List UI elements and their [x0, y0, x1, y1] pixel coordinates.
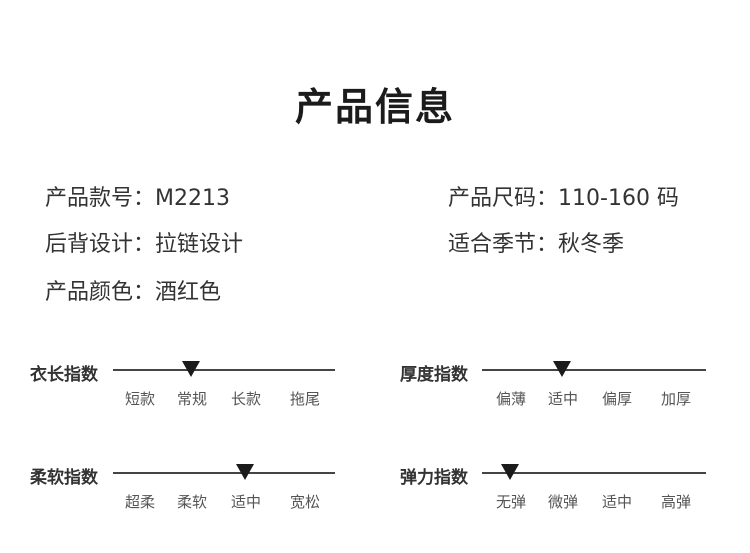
softness-option-2: 柔软 [176, 493, 208, 511]
info-back-value: 拉链设计 [155, 232, 244, 257]
elasticity-index-scale [482, 472, 706, 474]
thickness-index-label: 厚度指数 [400, 365, 468, 385]
info-color-value: 酒红色 [155, 280, 222, 305]
softness-option-3: 适中 [230, 493, 262, 511]
length-option-1: 短款 [124, 390, 156, 408]
info-size-value: 110-160 码 [558, 186, 679, 211]
info-color-label: 产品颜色： [45, 280, 156, 305]
thickness-option-1: 偏薄 [495, 390, 527, 408]
info-color: 产品颜色：酒红色 [45, 274, 221, 306]
elasticity-index-label: 弹力指数 [400, 468, 468, 488]
elasticity-index-marker [501, 464, 519, 480]
elasticity-option-2: 微弹 [547, 493, 579, 511]
length-index-marker [182, 361, 200, 377]
thickness-index-marker [553, 361, 571, 377]
info-back-label: 后背设计： [45, 232, 156, 257]
elasticity-option-4: 高弹 [660, 493, 692, 511]
softness-index-label: 柔软指数 [30, 468, 98, 488]
softness-option-1: 超柔 [124, 493, 156, 511]
info-size: 产品尺码：110-160 码 [448, 180, 679, 212]
thickness-option-2: 适中 [547, 390, 579, 408]
length-index-label: 衣长指数 [30, 365, 98, 385]
thickness-option-4: 加厚 [660, 390, 692, 408]
info-season-value: 秋冬季 [558, 232, 625, 257]
info-size-label: 产品尺码： [448, 186, 559, 211]
elasticity-option-3: 适中 [601, 493, 633, 511]
info-model-label: 产品款号： [45, 186, 156, 211]
length-option-2: 常规 [176, 390, 208, 408]
info-model: 产品款号：M2213 [45, 180, 230, 212]
thickness-index-scale [482, 369, 706, 371]
length-index-scale [113, 369, 335, 371]
elasticity-option-1: 无弹 [495, 493, 527, 511]
length-option-4: 拖尾 [289, 390, 321, 408]
info-model-value: M2213 [155, 186, 230, 211]
thickness-option-3: 偏厚 [601, 390, 633, 408]
info-back: 后背设计：拉链设计 [45, 226, 243, 258]
page-title: 产品信息 [294, 85, 455, 129]
length-option-3: 长款 [230, 390, 262, 408]
info-season: 适合季节：秋冬季 [448, 226, 624, 258]
softness-index-scale [113, 472, 335, 474]
info-season-label: 适合季节： [448, 232, 559, 257]
softness-option-4: 宽松 [289, 493, 321, 511]
softness-index-marker [236, 464, 254, 480]
